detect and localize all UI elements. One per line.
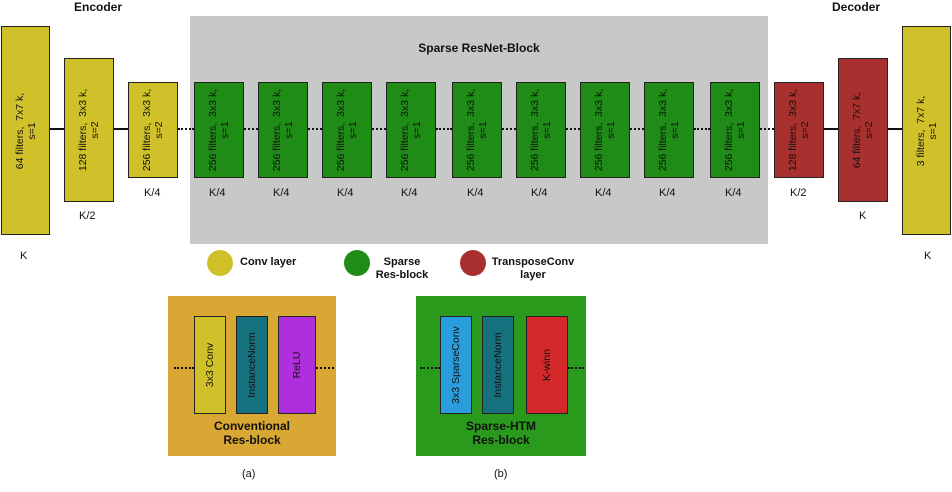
layer-3x3-sparseconv: 3x3 SparseConv [440,316,472,414]
res-block-2: 256 filters, 3x3 k, s=1 [258,82,308,178]
legend-conv-label: Conv layer [240,256,297,268]
res-block-3: 256 filters, 3x3 k, s=1 [322,82,372,178]
decoder-block-3: 3 filters, 7x7 k, s=1 [902,26,951,235]
legend-conv-swatch [207,250,233,276]
decoder-title: Decoder [832,0,881,14]
layer-label: K-winn [541,348,553,382]
connector-dotted [244,128,258,130]
block-label: 3 filters, 7x7 k, s=1 [914,95,939,166]
size-label: K [924,250,932,262]
panel-b-label: (b) [494,468,508,480]
legend-transpose-label: TransposeConv layer [491,256,575,281]
encoder-block-2: 128 filters, 3x3 k, s=2 [64,58,114,202]
connector-dotted [420,367,440,369]
size-label: K [20,250,28,262]
block-label: 256 filters, 3x3 k, s=1 [271,88,295,172]
size-label: K/2 [79,210,96,222]
connector-dotted [316,367,334,369]
layer-relu: ReLU [278,316,316,414]
block-label: 256 filters, 3x3 k, s=1 [657,88,681,172]
size-label: K/4 [595,187,612,199]
connector-dotted [694,128,710,130]
connector-dotted [178,128,194,130]
size-label: K/4 [273,187,290,199]
layer-k-winn: K-winn [526,316,568,414]
panel-b-caption: Sparse-HTM Res-block [465,419,536,447]
connector-dotted [568,367,584,369]
layer-instancenorm: InstanceNorm [482,316,514,414]
connector-dotted [436,128,452,130]
size-label: K/4 [401,187,418,199]
block-label: 128 filters, 3x3 k, s=2 [787,88,811,172]
connector-dotted [630,128,644,130]
panel-a-label: (a) [242,468,256,480]
panel-a-caption: Conventional Res-block [213,419,290,447]
layer-label: ReLU [291,351,303,379]
block-label: 128 filters, 3x3 k, s=2 [77,88,101,172]
res-block-4: 256 filters, 3x3 k, s=1 [386,82,436,178]
res-block-9: 256 filters, 3x3 k, s=1 [710,82,760,178]
block-label: 64 filters, 7x7 k, s=1 [13,92,38,169]
legend-transpose-swatch [460,250,486,276]
res-block-5: 256 filters, 3x3 k, s=1 [452,82,502,178]
size-label: K/4 [144,187,161,199]
layer-label: InstanceNorm [492,332,504,398]
size-label: K/4 [659,187,676,199]
connector-line [824,128,838,130]
sparse-resnet-title: Sparse ResNet-Block [418,41,540,55]
res-block-1: 256 filters, 3x3 k, s=1 [194,82,244,178]
res-block-6: 256 filters, 3x3 k, s=1 [516,82,566,178]
block-label: 256 filters, 3x3 k, s=1 [399,88,423,172]
connector-dotted [174,367,194,369]
layer-label: 3x3 SparseConv [450,326,462,404]
layer-instancenorm: InstanceNorm [236,316,268,414]
size-label: K/4 [531,187,548,199]
block-label: 256 filters, 3x3 k, s=1 [593,88,617,172]
block-label: 256 filters, 3x3 k, s=1 [723,88,747,172]
size-label: K/4 [725,187,742,199]
connector-dotted [566,128,580,130]
connector-line [114,128,128,130]
layer-label: 3x3 Conv [204,342,216,388]
legend-res-swatch [344,250,370,276]
res-block-8: 256 filters, 3x3 k, s=1 [644,82,694,178]
size-label: K/4 [337,187,354,199]
block-label: 256 filters, 3x3 k, s=2 [141,88,165,172]
block-label: 256 filters, 3x3 k, s=1 [465,88,489,172]
encoder-block-3: 256 filters, 3x3 k, s=2 [128,82,178,178]
block-label: 256 filters, 3x3 k, s=1 [529,88,553,172]
encoder-block-1: 64 filters, 7x7 k, s=1 [1,26,50,235]
block-label: 256 filters, 3x3 k, s=1 [207,88,231,172]
size-label: K/4 [467,187,484,199]
block-label: 256 filters, 3x3 k, s=1 [335,88,359,172]
res-block-7: 256 filters, 3x3 k, s=1 [580,82,630,178]
connector-dotted [308,128,322,130]
size-label: K/2 [790,187,807,199]
decoder-block-1: 128 filters, 3x3 k, s=2 [774,82,824,178]
legend-res-label: Sparse Res-block [375,256,429,281]
size-label: K/4 [209,187,226,199]
connector-line [50,128,64,130]
layer-label: InstanceNorm [246,332,258,398]
decoder-block-2: 64 filters, 7x7 k, s=2 [838,58,888,202]
block-label: 64 filters, 7x7 k, s=2 [851,91,875,169]
connector-dotted [502,128,516,130]
connector-line [888,128,902,130]
connector-dotted [760,128,774,130]
connector-dotted [372,128,386,130]
size-label: K [859,210,867,222]
layer-3x3-conv: 3x3 Conv [194,316,226,414]
encoder-title: Encoder [74,0,123,14]
